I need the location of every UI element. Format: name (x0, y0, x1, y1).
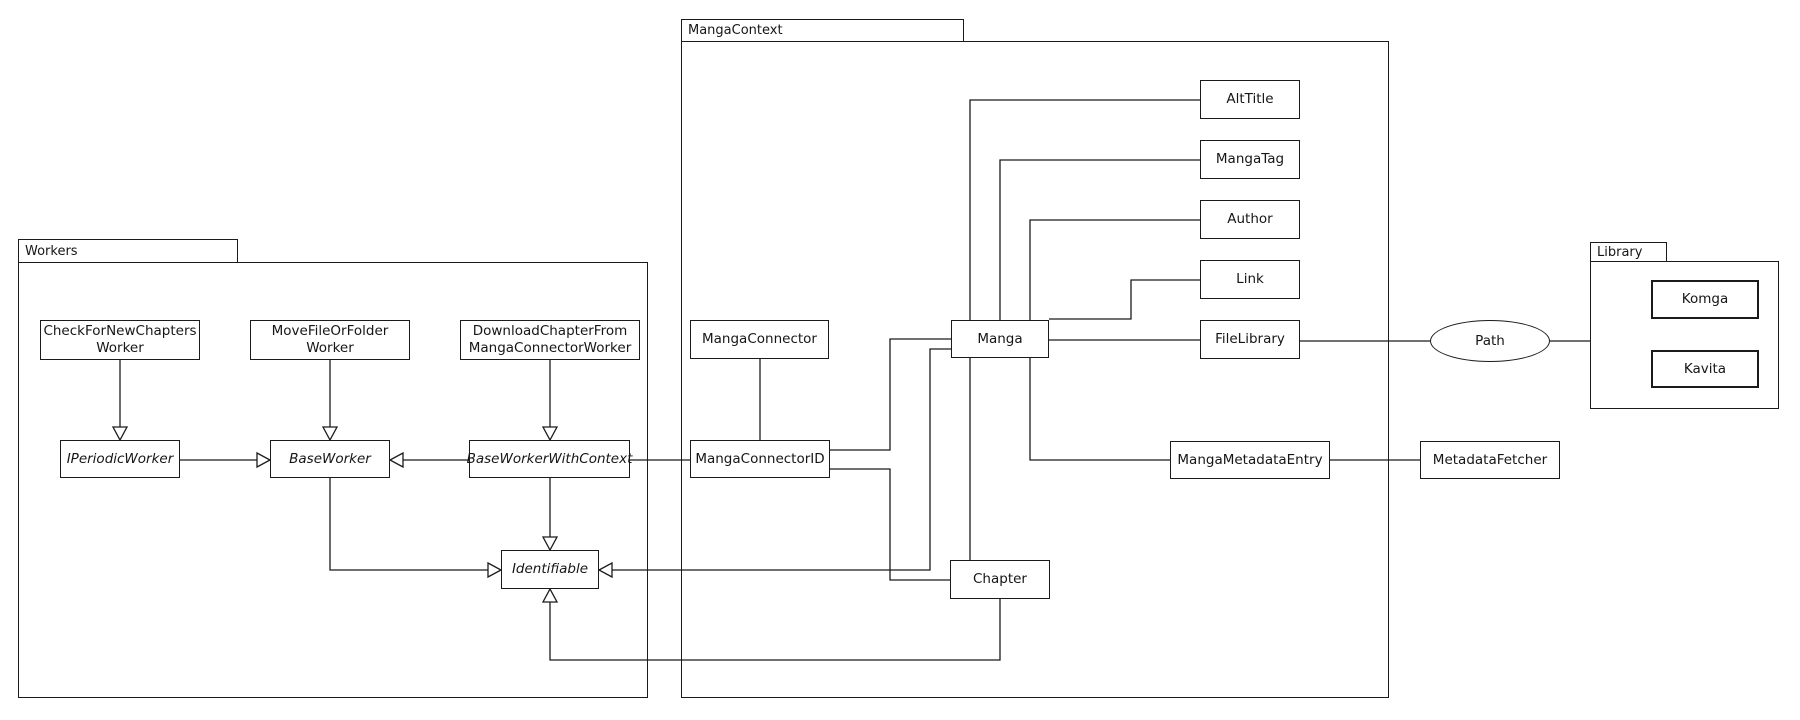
node-mangaconnector: MangaConnector (690, 320, 829, 359)
node-identifiable: Identifiable (501, 550, 599, 589)
node-chapter: Chapter (950, 560, 1050, 599)
node-label: FileLibrary (1215, 331, 1285, 348)
node-mangatag: MangaTag (1200, 140, 1300, 179)
package-library-tab: Library (1590, 242, 1667, 262)
node-label: BaseWorker (289, 450, 371, 467)
node-baseworkerwithcontext: BaseWorkerWithContext (466, 440, 633, 478)
node-label: MetadataFetcher (1432, 451, 1548, 468)
node-label: MangaTag (1215, 151, 1285, 168)
node-mangaconnectorid: MangaConnectorID (690, 440, 830, 478)
node-label: MangaConnectorWorker (468, 340, 632, 356)
node-label: Manga (977, 330, 1023, 347)
node-label: BaseWorkerWithContext (466, 450, 633, 467)
node-link: Link (1200, 260, 1300, 299)
node-path-ellipse: Path (1430, 320, 1550, 362)
node-label: Path (1475, 332, 1505, 349)
node-label: Komga (1681, 291, 1729, 308)
node-author: Author (1200, 200, 1300, 239)
node-manga: Manga (951, 320, 1049, 358)
node-label: Chapter (973, 571, 1027, 588)
node-mangametadataentry: MangaMetadataEntry (1170, 441, 1330, 479)
node-label: DownloadChapterFrom (472, 323, 628, 340)
node-label: Identifiable (511, 561, 589, 578)
node-label: Kavita (1683, 360, 1727, 377)
package-workers-label: Workers (25, 243, 78, 259)
node-filelibrary: FileLibrary (1200, 320, 1300, 359)
node-checkfornewchaptersworker: CheckForNewChapters Worker (40, 320, 200, 360)
node-baseworker: BaseWorker (270, 440, 390, 478)
node-movefileorfolderworker: MoveFileOrFolder Worker (250, 320, 410, 360)
node-label: AltTitle (1226, 91, 1274, 108)
node-label: Worker (96, 340, 144, 356)
node-label: Worker (306, 340, 354, 356)
package-workers-tab: Workers (18, 239, 238, 263)
node-label: Author (1227, 211, 1273, 228)
node-metadatafetcher: MetadataFetcher (1420, 441, 1560, 479)
node-alttitle: AltTitle (1200, 80, 1300, 119)
package-library-label: Library (1597, 244, 1643, 260)
node-label: Link (1236, 271, 1264, 288)
node-kavita: Kavita (1651, 350, 1759, 388)
node-downloadchapterfrommangaconnectorworker: DownloadChapterFrom MangaConnectorWorker (460, 320, 640, 360)
node-label: MangaConnectorID (695, 450, 825, 467)
node-label: IPeriodicWorker (66, 450, 174, 467)
package-mangacontext-tab: MangaContext (681, 19, 964, 42)
node-label: MangaMetadataEntry (1177, 451, 1323, 468)
node-label: CheckForNewChapters (43, 323, 197, 340)
node-label: MangaConnector (702, 331, 817, 348)
node-iperiodicworker: IPeriodicWorker (60, 440, 180, 478)
node-label: MoveFileOrFolder (271, 323, 389, 340)
node-komga: Komga (1651, 280, 1759, 319)
package-mangacontext-label: MangaContext (688, 23, 783, 38)
package-library-body (1590, 261, 1779, 409)
